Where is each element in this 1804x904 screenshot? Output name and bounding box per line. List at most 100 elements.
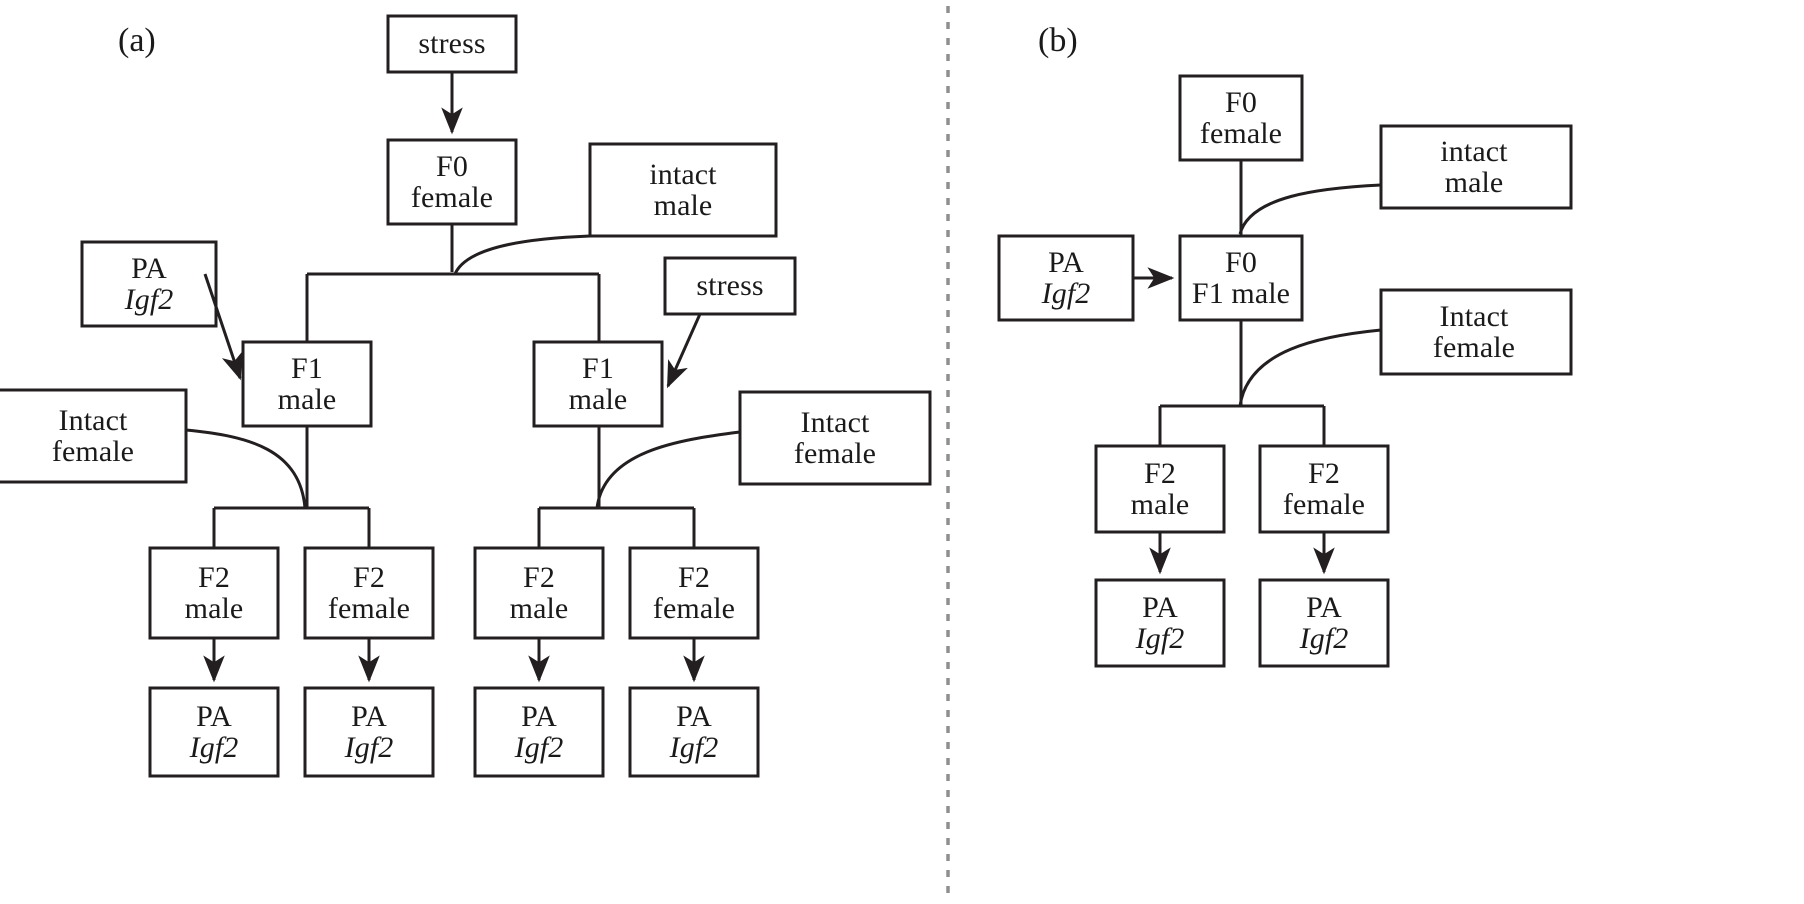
label-line: PA [1306,590,1342,624]
box-a-pa-1 [148,686,280,778]
box-a-pa-3 [473,686,605,778]
label-line: Intact [58,403,128,437]
arrow-a-pa-to-f1-left [203,273,243,381]
box-a-pa-4 [628,686,760,778]
label-line: Igf2 [1135,622,1185,655]
box-a-stress-right [663,256,797,316]
label-line: male [184,592,244,625]
box-a-intact-female-right [738,390,932,486]
label-line: PA [131,251,167,285]
box-a-f1-male-left [241,340,373,428]
label-line: male [509,592,569,625]
label-line: F0 [1225,85,1257,119]
label-line: intact [649,157,717,191]
label-line: stress [696,269,764,303]
label-line: male [1444,166,1504,199]
label-line: intact [1440,134,1508,168]
label-line: stress [418,27,486,61]
box-a-f2-male-2 [473,546,605,640]
label-line: PA [1142,590,1178,624]
label-line: Igf2 [344,731,394,764]
label-line: female [652,592,736,625]
label-line: male [277,383,337,416]
label-line: F2 [678,560,710,594]
box-a-f0-female [386,138,518,226]
label-line: PA [676,699,712,733]
label-line: PA [196,699,232,733]
label-line: F1 [582,351,614,385]
label-line: F0 [436,149,468,183]
box-b-intact-female [1379,288,1573,376]
label-line: female [410,181,494,214]
label-line: F2 [1144,456,1176,490]
box-a-intact-female-left [0,388,188,484]
label-line: female [1432,331,1516,364]
box-b-pa-female [1258,578,1390,668]
panel-a-tag: (a) [118,22,156,59]
label-line: PA [521,699,557,733]
label-line: Igf2 [669,731,719,764]
arrow-a-stress-to-f1-right [666,313,702,389]
mating-curve-a-f0-intactmale [453,234,591,275]
label-line: F1 [291,351,323,385]
label-line: female [1282,488,1366,521]
label-line: Igf2 [1041,277,1091,310]
box-b-pa-igf2-in [997,234,1135,322]
mating-curve-a-f1right-intactfemale [595,430,741,509]
label-line: PA [351,699,387,733]
label-line: F2 [523,560,555,594]
mating-curve-a-f1left-intactfemale [185,428,307,509]
label-line: F0 [1225,245,1257,279]
label-line: female [1199,117,1283,150]
label-line: F2 [1308,456,1340,490]
label-line: male [653,189,713,222]
panel-b-tag: (b) [1038,22,1078,59]
box-b-f2-female [1258,444,1390,534]
box-a-intact-male [588,142,778,238]
label-line: Igf2 [124,283,174,316]
label-line: male [1130,488,1190,521]
label-line: Igf2 [1299,622,1349,655]
label-line: F1 male [1191,277,1291,310]
box-a-pa-2 [303,686,435,778]
label-a-stress-top: stress [388,16,516,72]
label-line: PA [1048,245,1084,279]
box-a-f2-male-1 [148,546,280,640]
box-b-intact-male [1379,124,1573,210]
label-line: Intact [1439,299,1509,333]
label-line: Igf2 [514,731,564,764]
box-a-f2-female-2 [628,546,760,640]
box-b-f0-female [1178,74,1304,162]
mating-curve-b-f0-intactmale [1238,183,1382,235]
box-b-f0-f1-male [1178,234,1304,322]
box-a-pa-igf2-left [80,240,218,328]
label-line: F2 [198,560,230,594]
box-b-pa-male [1094,578,1226,668]
label-line: female [51,435,135,468]
label-line: F2 [353,560,385,594]
label-line: female [793,437,877,470]
